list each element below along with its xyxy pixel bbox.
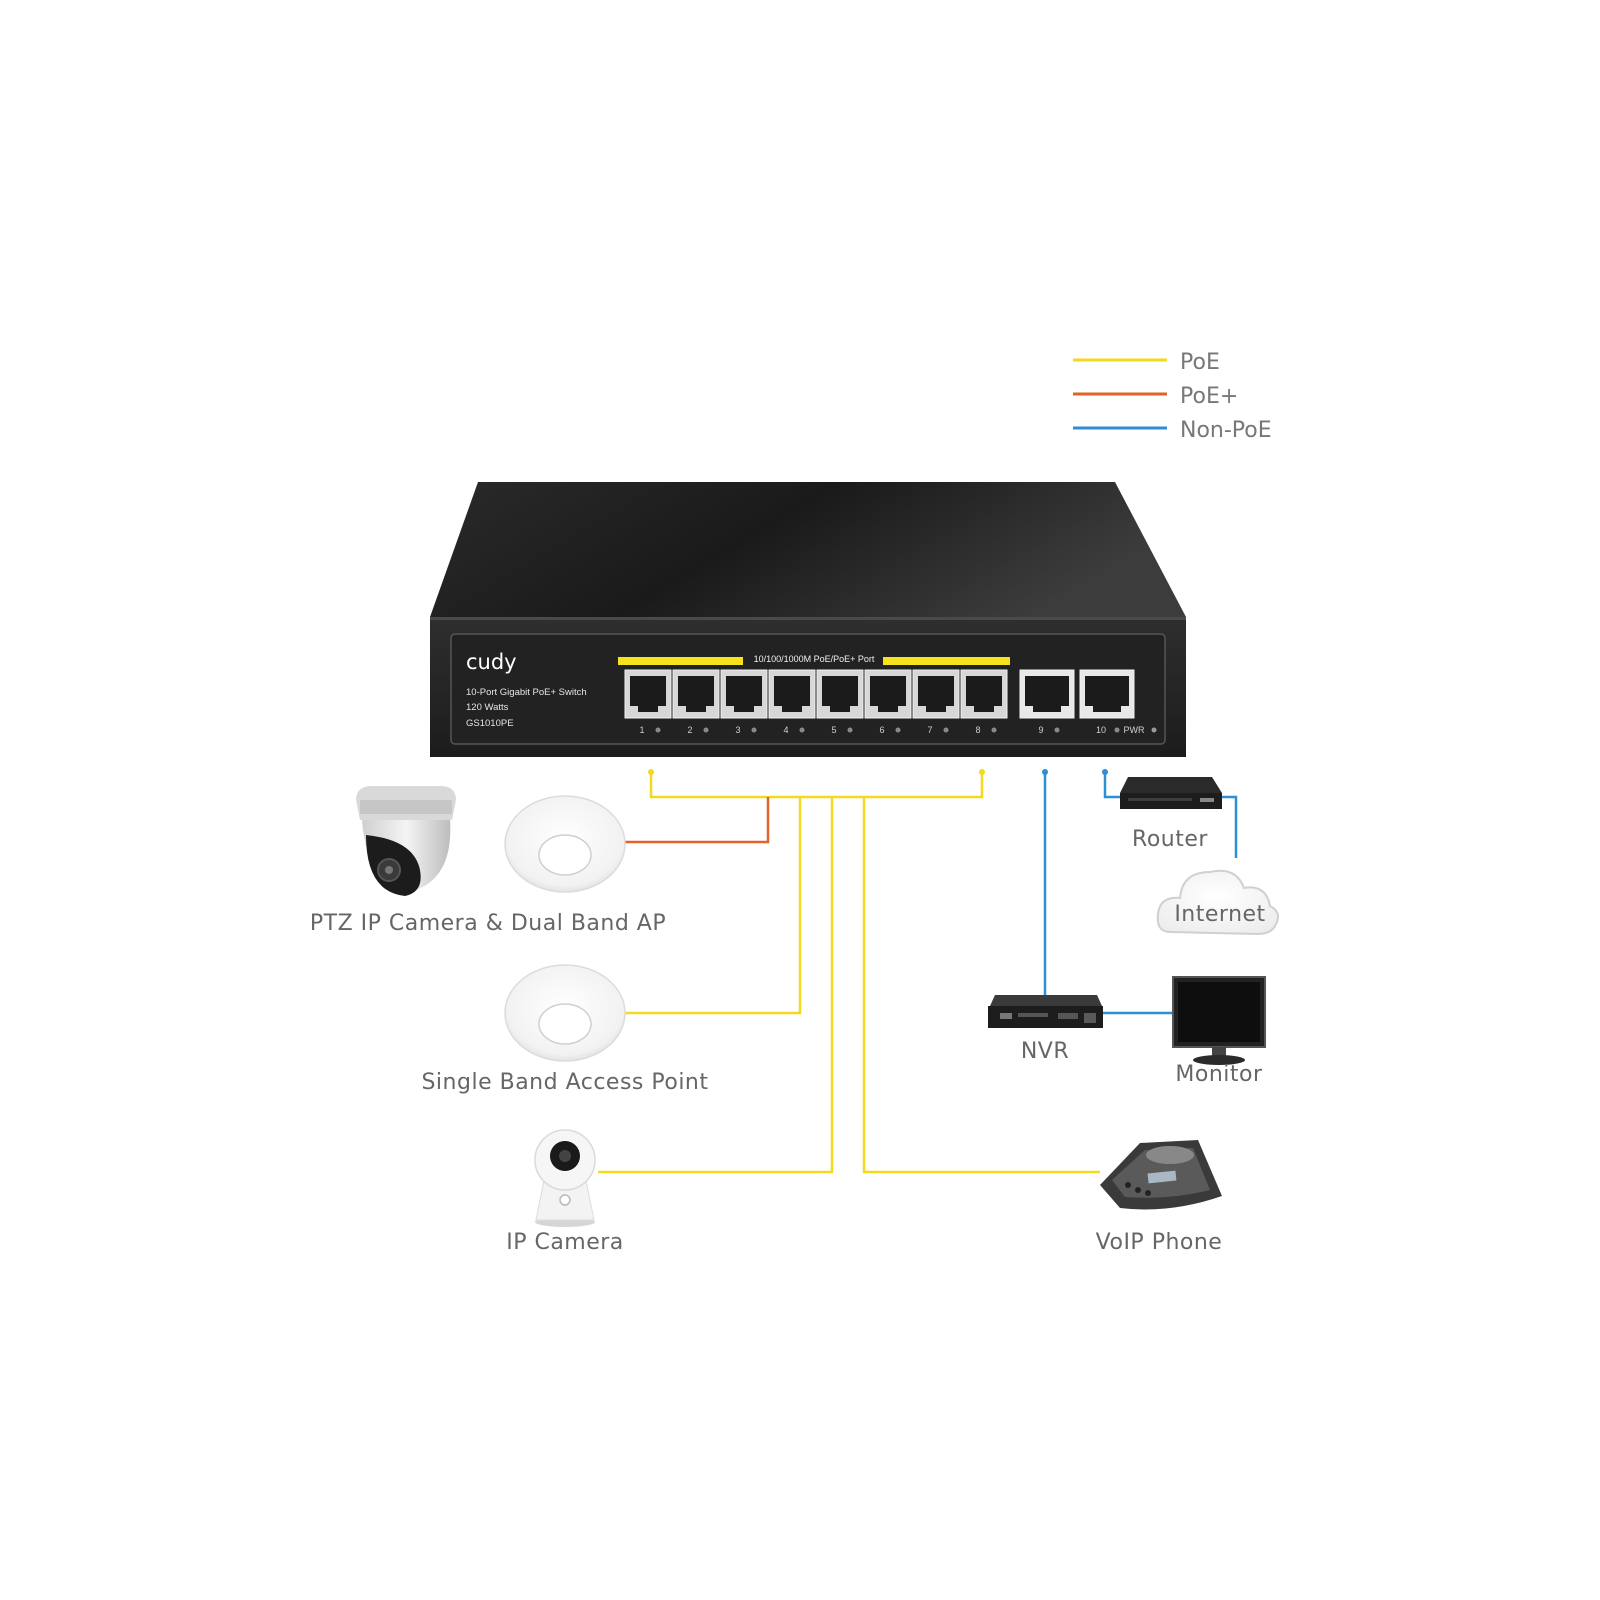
port-led-2 [703,727,709,733]
port-number-7: 7 [927,725,932,735]
switch-port-6: 6 [864,669,912,735]
router-icon [1120,777,1222,809]
port-led-7 [943,727,949,733]
ptz-camera-icon [356,786,456,896]
switch-port-2: 2 [672,669,720,735]
port-number-6: 6 [879,725,884,735]
label-voip-phone: VoIP Phone [1096,1230,1223,1255]
switch-power-rating: 120 Watts [466,702,509,713]
legend-item-poe-plus: PoE+ [1073,384,1238,409]
poe-port-bar-left [618,657,743,665]
pwr-led-label: PWR [1124,725,1145,735]
port-led-10 [1114,727,1120,733]
cable-poe-voip [862,797,1100,1174]
label-router: Router [1132,827,1208,852]
legend-poe-label: PoE [1180,350,1220,375]
port-led-3 [751,727,757,733]
switch-port-7: 7 [912,669,960,735]
switch-top-face [430,482,1186,617]
internet-cloud-icon [1156,869,1279,936]
legend-poe-plus-label: PoE+ [1180,384,1238,409]
cable-poe-plus-dual-ap [625,797,770,844]
switch-port-4: 4 [768,669,816,735]
port-number-10: 10 [1096,725,1106,735]
label-single-band-ap: Single Band Access Point [421,1070,708,1095]
port-number-2: 2 [687,725,692,735]
port-number-4: 4 [783,725,788,735]
ip-camera-icon [534,1129,596,1227]
port-number-5: 5 [831,725,836,735]
port-number-1: 1 [639,725,644,735]
switch-port-8: 8 [960,669,1008,735]
poe-port-bar-right [883,657,1010,665]
label-ptz-camera-dual-ap: PTZ IP Camera & Dual Band AP [310,911,666,936]
poe-switch: cudy 10-Port Gigabit PoE+ Switch 120 Wat… [430,482,1186,757]
port-number-8: 8 [975,725,980,735]
dual-band-ap-icon [504,795,626,893]
label-ip-camera: IP Camera [506,1230,624,1255]
switch-description: 10-Port Gigabit PoE+ Switch [466,687,587,698]
label-nvr: NVR [1021,1039,1069,1064]
label-monitor: Monitor [1175,1062,1263,1087]
port-header-label: 10/100/1000M PoE/PoE+ Port [754,654,875,664]
monitor-icon [1172,976,1266,1065]
cables [598,769,1238,1174]
cable-poe-single-ap [625,797,802,1015]
legend: PoE PoE+ Non-PoE [1073,350,1272,443]
port-number-9: 9 [1038,725,1043,735]
cable-poe-ip-camera [598,797,834,1174]
legend-non-poe-label: Non-PoE [1180,418,1272,443]
single-band-ap-icon [504,964,626,1062]
voip-phone-icon [1100,1140,1222,1210]
legend-item-poe: PoE [1073,350,1220,375]
switch-port-1: 1 [624,669,672,735]
switch-port-10: 10 [1079,669,1135,735]
switch-model: GS1010PE [466,718,514,729]
cable-nonpoe-router [1103,772,1124,799]
port-led-1 [655,727,661,733]
legend-item-non-poe: Non-PoE [1073,418,1272,443]
port-led-4 [799,727,805,733]
pwr-led [1151,727,1157,733]
switch-port-9: 9 [1019,669,1075,735]
cable-poe-trunk [648,769,985,799]
switch-port-3: 3 [720,669,768,735]
switch-port-5: 5 [816,669,864,735]
switch-brand-logo: cudy [466,650,517,674]
nvr-icon [988,995,1103,1028]
port-led-9 [1054,727,1060,733]
port-number-3: 3 [735,725,740,735]
port-led-5 [847,727,853,733]
label-internet: Internet [1174,902,1265,927]
switch-ports: 1 2 3 4 5 6 7 8 9 10 [624,669,1135,735]
port-led-8 [991,727,997,733]
port-led-6 [895,727,901,733]
